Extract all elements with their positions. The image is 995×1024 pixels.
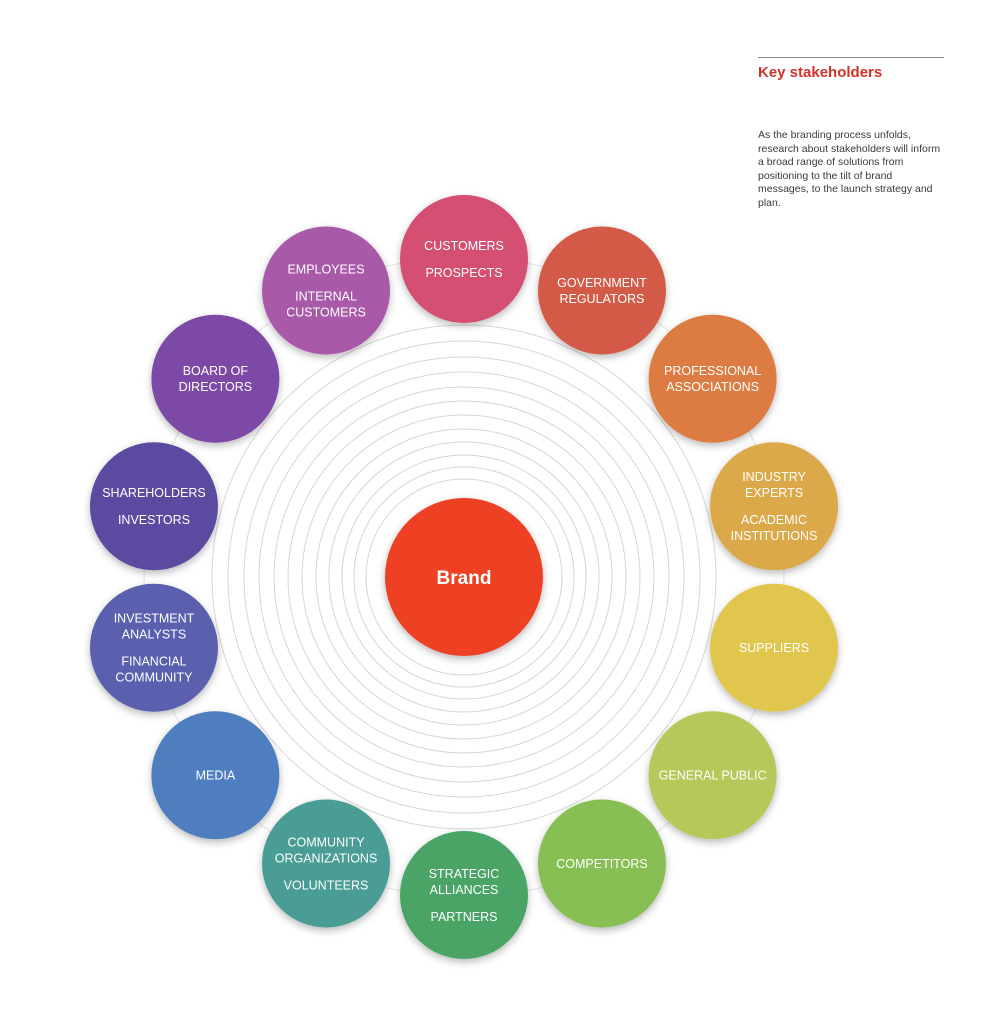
stakeholder-label: INDUSTRY (742, 470, 806, 484)
ring-line (301, 414, 627, 740)
stakeholder-label: BOARD OF (183, 364, 249, 378)
stakeholder-label: ACADEMIC (741, 513, 807, 527)
stakeholder-label: CUSTOMERS (424, 239, 504, 253)
brand-circle (385, 498, 543, 656)
stakeholder-label: ANALYSTS (122, 628, 186, 642)
stakeholder-investment: INVESTMENT ANALYSTS FINANCIAL COMMUNITY (89, 583, 218, 712)
stakeholder-circle (710, 442, 839, 571)
stakeholder-circle (537, 226, 666, 355)
stakeholder-customers: CUSTOMERS PROSPECTS (400, 195, 528, 323)
stakeholder-general-public: GENERAL PUBLIC (648, 711, 777, 840)
ring-line (328, 441, 600, 713)
stakeholder-circle (537, 799, 666, 928)
stakeholder-label: PARTNERS (431, 910, 498, 924)
stakeholder-label: MEDIA (196, 769, 236, 783)
stakeholder-label: ASSOCIATIONS (666, 380, 759, 394)
stakeholder-label: STRATEGIC (429, 867, 500, 881)
ring-line (315, 428, 613, 726)
stakeholder-government: GOVERNMENT REGULATORS (537, 226, 666, 355)
stakeholder-circle (648, 314, 777, 443)
stakeholder-label: INTERNAL (295, 289, 357, 303)
stakeholder-professional: PROFESSIONAL ASSOCIATIONS (648, 314, 777, 443)
stakeholder-circle (89, 583, 218, 712)
ring-line (287, 400, 641, 754)
stakeholder-label: COMPETITORS (556, 857, 647, 871)
stakeholder-circle (262, 799, 391, 928)
sidebar: Key stakeholders As the branding process… (758, 57, 944, 209)
section-description: As the branding process unfolds, researc… (758, 129, 941, 209)
stakeholder-circle (262, 226, 391, 355)
stakeholder-circle (400, 831, 528, 959)
stakeholder-label: ALLIANCES (430, 883, 499, 897)
stakeholder-shareholders: SHAREHOLDERS INVESTORS (89, 442, 218, 571)
stakeholder-label: SUPPLIERS (739, 641, 809, 655)
stakeholder-label: ORGANIZATIONS (275, 851, 378, 865)
ring-line (365, 478, 563, 676)
brand-node: Brand (385, 498, 543, 656)
stakeholder-label: PROFESSIONAL (664, 364, 761, 378)
stakeholder-label: INSTITUTIONS (731, 529, 818, 543)
stakeholder-label: INVESTORS (118, 513, 190, 527)
stakeholder-board: BOARD OF DIRECTORS (151, 314, 280, 443)
stakeholder-nodes: CUSTOMERS PROSPECTS GOVERNMENT REGULATORS PR… (89, 195, 839, 959)
ring-line (243, 356, 685, 798)
stakeholder-label: PROSPECTS (425, 266, 502, 280)
ring-line (353, 466, 575, 688)
stakeholder-strategic: STRATEGIC ALLIANCES PARTNERS (400, 831, 528, 959)
stakeholder-label: REGULATORS (559, 292, 644, 306)
stakeholder-label: GENERAL PUBLIC (659, 769, 767, 783)
stakeholder-employees: EMPLOYEES INTERNAL CUSTOMERS (262, 226, 391, 355)
stakeholder-suppliers: SUPPLIERS (710, 583, 839, 712)
stakeholder-label: COMMUNITY (115, 671, 193, 685)
stakeholder-label: COMMUNITY (287, 835, 365, 849)
stakeholder-circle (710, 583, 839, 712)
stakeholder-label: DIRECTORS (179, 380, 252, 394)
stakeholder-label: EMPLOYEES (287, 262, 364, 276)
brand-label: Brand (437, 568, 492, 589)
stakeholder-circle (89, 442, 218, 571)
ring-line (227, 340, 701, 814)
stakeholder-label: EXPERTS (745, 486, 803, 500)
stakeholder-industry: INDUSTRY EXPERTS ACADEMIC INSTITUTIONS (710, 442, 839, 571)
ring-line (258, 371, 670, 783)
stakeholder-label: GOVERNMENT (557, 276, 647, 290)
divider (758, 57, 944, 58)
stakeholder-label: CUSTOMERS (286, 305, 366, 319)
ring-line (273, 386, 655, 768)
stakeholder-community: COMMUNITY ORGANIZATIONS VOLUNTEERS (262, 799, 391, 928)
stakeholder-label: SHAREHOLDERS (102, 486, 206, 500)
stakeholder-label: INVESTMENT (114, 612, 195, 626)
ring-line (341, 454, 587, 700)
stakeholder-label: VOLUNTEERS (284, 878, 369, 892)
section-title: Key stakeholders (758, 64, 883, 81)
stakeholder-competitors: COMPETITORS (537, 799, 666, 928)
stakeholder-circle (648, 711, 777, 840)
ring-line (211, 324, 717, 830)
stakeholder-circle (400, 195, 528, 323)
stakeholder-circle (151, 314, 280, 443)
stakeholder-circle (151, 711, 280, 840)
stakeholder-media: MEDIA (151, 711, 280, 840)
stakeholder-label: FINANCIAL (121, 655, 186, 669)
